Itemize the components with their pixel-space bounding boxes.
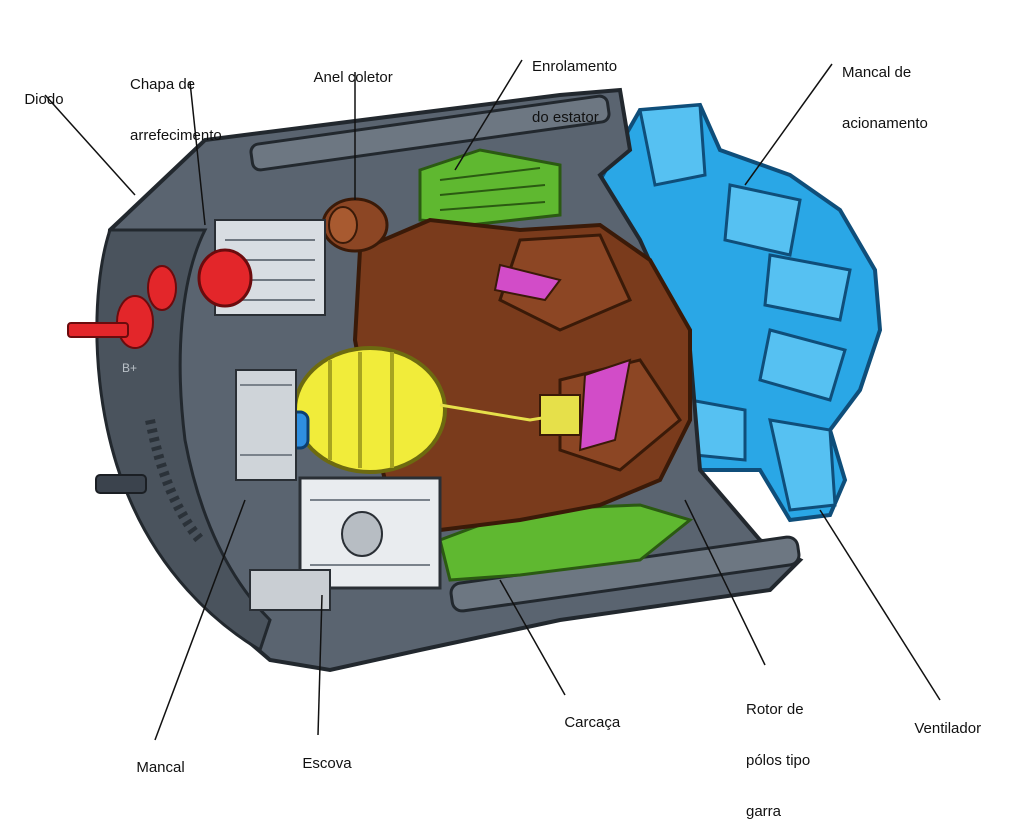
housing-ribs xyxy=(145,419,204,544)
label-escova: Escova xyxy=(294,738,352,772)
label-mancal-acionamento-line2: acionamento xyxy=(842,115,928,132)
label-diodo: Diodo xyxy=(16,74,64,108)
fan-blade xyxy=(758,328,847,402)
leader-line-escova xyxy=(317,594,323,736)
label-mancal-de-acionamento: Mancal de acionamento xyxy=(842,30,928,149)
mounting-bolt xyxy=(95,474,147,494)
diode xyxy=(197,248,253,308)
brush-holder xyxy=(249,476,442,611)
collector-ring-face xyxy=(328,206,358,244)
label-chapa-line1: Chapa de xyxy=(130,76,196,93)
label-rotor-line2: pólos tipo xyxy=(746,752,811,769)
leader-lines xyxy=(44,59,941,741)
tie-rod-top xyxy=(249,94,611,172)
claw-gap xyxy=(578,358,632,452)
fan-blade xyxy=(723,183,802,257)
label-chapa-line2: arrefecimento xyxy=(130,127,222,144)
bearing-detail xyxy=(240,384,292,456)
fan-blade xyxy=(768,418,837,512)
stator-winding-detail xyxy=(439,167,546,211)
label-carcaca: Carcaça xyxy=(556,697,620,731)
claw-pole-rotor xyxy=(352,217,692,533)
leader-line-rotor xyxy=(684,499,766,666)
rectifier-detail xyxy=(225,239,315,301)
leader-line-enrolamento xyxy=(454,59,523,171)
fan-blade xyxy=(763,253,852,322)
alternator-cutaway-illustration: B+ xyxy=(44,59,941,741)
label-escova-text: Escova xyxy=(302,755,352,772)
label-carcaca-text: Carcaça xyxy=(564,714,621,731)
leader-line-chapa xyxy=(189,81,206,226)
label-enrolamento-line1: Enrolamento xyxy=(532,58,618,75)
label-chapa-de-arrefecimento: Chapa de arrefecimento xyxy=(130,42,222,161)
brush-holder-detail xyxy=(310,499,430,566)
label-anel-coletor: Anel coletor xyxy=(306,52,393,86)
bearing-body xyxy=(235,369,297,481)
label-enrolamento-line2: do estator xyxy=(532,109,599,126)
label-ventilador: Ventilador xyxy=(906,703,981,737)
claw-gap xyxy=(493,263,562,302)
leader-line-mancal-acionamento xyxy=(744,63,833,186)
brush xyxy=(341,511,383,557)
collector-ring xyxy=(321,197,389,253)
leader-line-ventilador xyxy=(819,509,941,701)
diode xyxy=(147,265,177,311)
slip-ring-grooves xyxy=(328,352,394,468)
leader-line-carcaca xyxy=(499,579,566,696)
label-mancal: Mancal xyxy=(128,742,184,776)
shaft-lead xyxy=(439,403,561,422)
label-mancal-acionamento-line1: Mancal de xyxy=(842,64,912,81)
slip-ring xyxy=(293,346,447,474)
label-enrolamento-do-estator: Enrolamento do estator xyxy=(532,24,617,143)
leader-line-diodo xyxy=(44,94,136,196)
output-terminal xyxy=(67,322,129,338)
rectifier-assembly: B+ xyxy=(67,219,326,375)
brush-holder-foot xyxy=(249,569,331,611)
label-rotor-line1: Rotor de xyxy=(746,701,804,718)
label-ventilador-text: Ventilador xyxy=(914,720,982,737)
leader-line-mancal xyxy=(154,499,246,741)
label-diodo-text: Diodo xyxy=(24,91,64,108)
label-anel-text: Anel coletor xyxy=(313,69,393,86)
terminal-mark: B+ xyxy=(122,361,137,375)
fan-blade xyxy=(638,103,707,187)
label-rotor-de-polos-tipo-garra: Rotor de pólos tipo garra xyxy=(746,667,810,837)
bearing xyxy=(235,369,297,481)
label-rotor-line3: garra xyxy=(746,803,782,820)
